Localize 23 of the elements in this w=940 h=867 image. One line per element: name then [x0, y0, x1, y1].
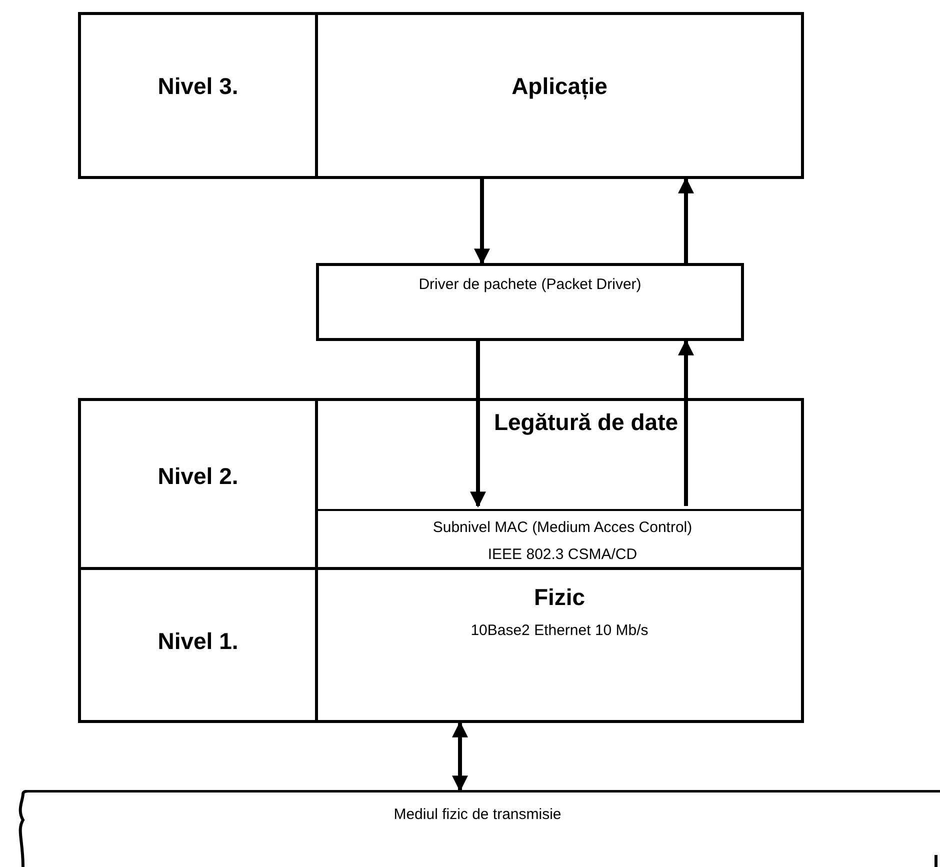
process-box	[316, 263, 744, 341]
arrow	[474, 179, 490, 265]
level-label-box	[78, 567, 318, 723]
layer-box	[315, 12, 804, 179]
layer-title: Fizic	[532, 584, 586, 612]
layer-title: Legătură de date	[492, 409, 680, 437]
layer-title: Aplicație	[510, 73, 608, 101]
arrow	[452, 721, 468, 792]
layer-description: Mediul fizic de transmisie	[392, 806, 562, 824]
arrow	[470, 341, 486, 508]
layer-box	[315, 398, 804, 570]
layer-description: Driver de pachete (Packet Driver)	[418, 276, 642, 294]
arrow	[678, 339, 694, 506]
layer-description: Subnivel MAC (Medium Acces Control)	[432, 519, 694, 537]
level-label-box	[78, 398, 318, 570]
layer-description: IEEE 802.3 CSMA/CD	[486, 546, 638, 564]
layer-title: Nivel 2.	[156, 463, 240, 491]
layer-title: Nivel 1.	[156, 628, 240, 656]
level-label-box	[78, 12, 318, 179]
layer-description: 10Base2 Ethernet 10 Mb/s	[470, 622, 650, 640]
layer-title: Nivel 3.	[156, 73, 240, 101]
arrow	[678, 177, 694, 263]
layer-box	[315, 567, 804, 723]
